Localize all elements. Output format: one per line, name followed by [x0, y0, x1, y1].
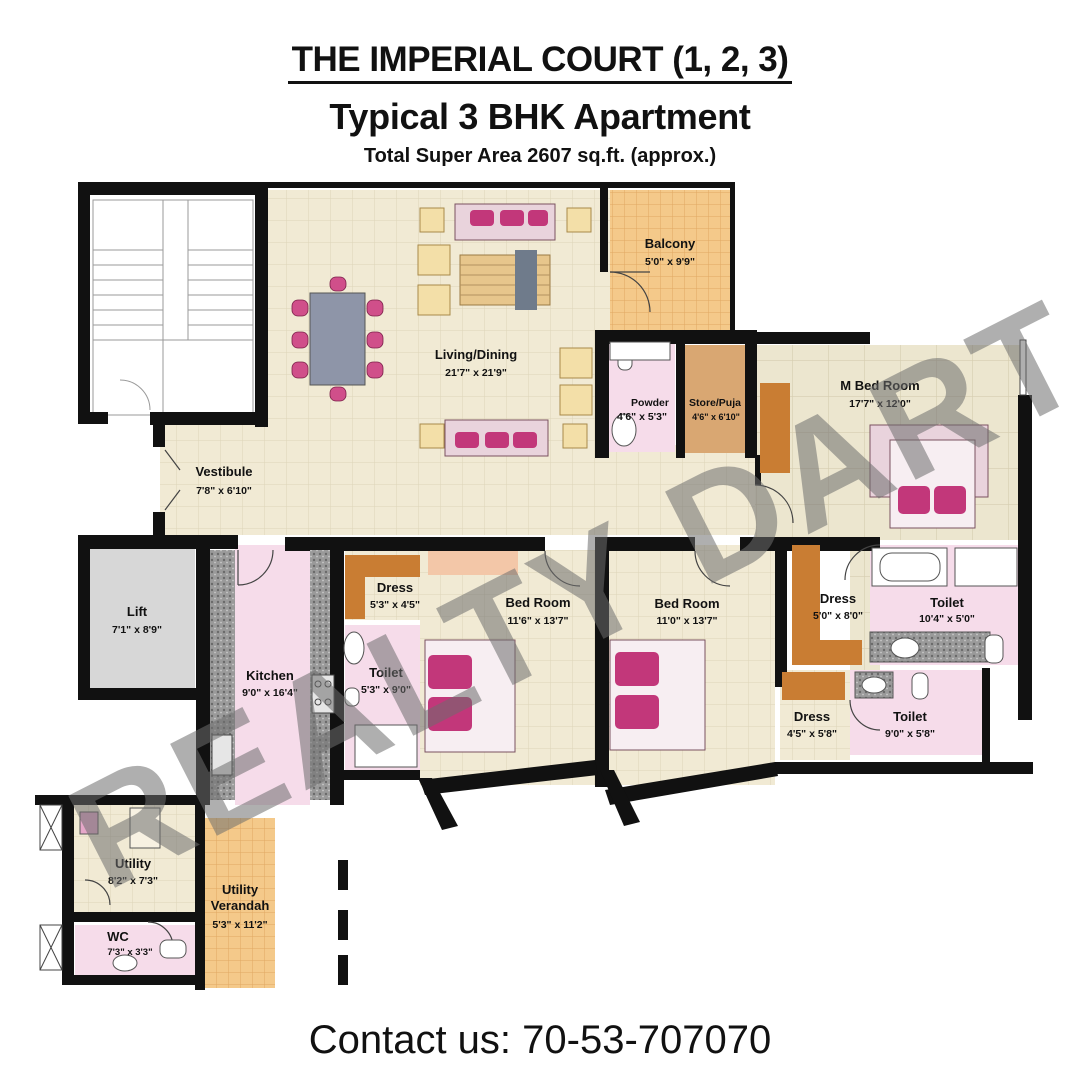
living-furniture [291, 203, 593, 457]
area-note: Total Super Area 2607 sq.ft. (approx.) [363, 145, 717, 167]
size-toilet1: 5'3" x 9'0" [361, 684, 411, 696]
vestibule-floor [160, 425, 265, 535]
label-living: Living/Dining [435, 347, 517, 362]
size-store: 4'6" x 6'10" [692, 412, 740, 422]
coffee-table [515, 250, 537, 310]
size-utility: 8'2" x 7'3" [108, 875, 158, 887]
size-dress1: 5'3" x 4'5" [370, 599, 420, 611]
store-floor [683, 345, 750, 453]
size-powder: 4'6" x 5'3" [617, 411, 667, 423]
label-toilet-m: Toilet [930, 595, 964, 610]
label-bed1: Bed Room [506, 595, 571, 610]
label-utility: Utility [115, 856, 152, 871]
label-master: M Bed Room [840, 378, 919, 393]
size-dress-m: 5'0" x 8'0" [813, 610, 863, 622]
label-dress-m: Dress [820, 591, 856, 606]
size-toilet2: 9'0" x 5'8" [885, 728, 935, 740]
balcony-floor [610, 190, 730, 330]
kitchen-fixtures [211, 674, 335, 776]
bed2-corner-wall [600, 770, 640, 826]
contact-line: Contact us: 70-53-707070 [308, 1018, 772, 1062]
label-bed2: Bed Room [655, 596, 720, 611]
size-wc: 7'3" x 3'3" [107, 947, 152, 958]
dining-table [309, 292, 366, 386]
foyer-floor [600, 445, 760, 535]
label-toilet2: Toilet [893, 709, 927, 724]
wardrobes [345, 383, 862, 700]
label-toilet1: Toilet [369, 665, 403, 680]
label-wc: WC [107, 929, 129, 944]
size-toilet-m: 10'4" x 5'0" [919, 613, 975, 625]
bath-fixtures [79, 341, 1018, 972]
plan-subtitle: Typical 3 BHK Apartment [329, 96, 751, 137]
verandah-floor [205, 818, 275, 988]
size-verandah: 5'3" x 11'2" [212, 919, 267, 931]
lift-floor [85, 545, 195, 695]
size-bed2: 11'0" x 13'7" [656, 615, 717, 627]
size-bed1: 11'6" x 13'7" [507, 615, 568, 627]
size-dress2: 4'5" x 5'8" [787, 728, 837, 740]
kitchen-floor [235, 545, 310, 805]
label-balcony: Balcony [645, 236, 696, 251]
size-living: 21'7" x 21'9" [445, 367, 507, 379]
label-dress1: Dress [377, 580, 413, 595]
size-master: 17'7" x 12'0" [849, 398, 911, 410]
bed1-angled-wall [420, 760, 598, 795]
doors [84, 271, 881, 948]
windows [39, 339, 1027, 971]
size-balcony: 5'0" x 9'9" [645, 256, 695, 268]
staircase [92, 199, 254, 416]
label-lift: Lift [127, 604, 148, 619]
bed1-corner-wall [418, 778, 458, 830]
room-labels: Balcony 5'0" x 9'9" Living/Dining 21'7" … [107, 236, 975, 958]
label-vestibule: Vestibule [195, 464, 252, 479]
size-kitchen: 9'0" x 16'4" [242, 687, 298, 699]
label-kitchen: Kitchen [246, 668, 294, 683]
size-vestibule: 7'8" x 6'10" [196, 485, 252, 497]
plan-title: THE IMPERIAL COURT (1, 2, 3) [0, 40, 1080, 84]
label-powder: Powder [631, 397, 669, 409]
floor-plan: Balcony 5'0" x 9'9" Living/Dining 21'7" … [35, 182, 1080, 990]
label-dress2: Dress [794, 709, 830, 724]
bed2-angled-wall [605, 762, 778, 805]
label-store: Store/Puja [689, 397, 741, 409]
beds [424, 424, 989, 753]
size-lift: 7'1" x 8'9" [112, 624, 162, 636]
